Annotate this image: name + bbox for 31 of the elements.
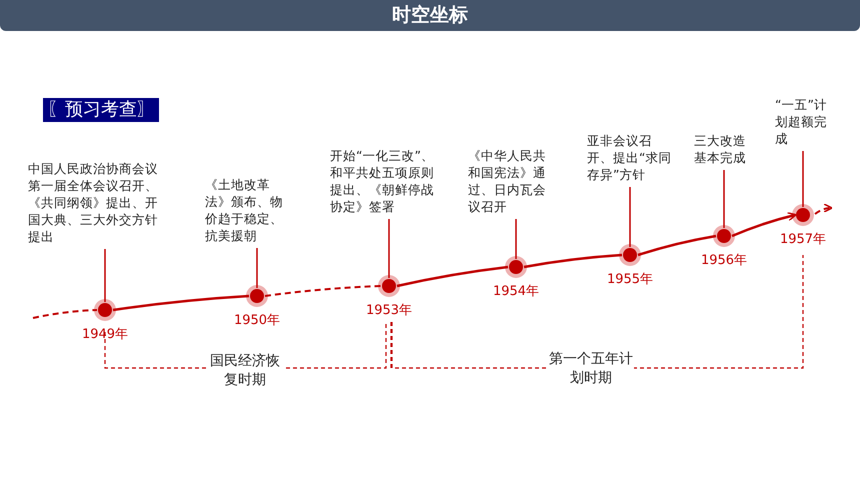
timeline-segment: [112, 294, 250, 312]
leader-line: [104, 249, 106, 302]
year-label: 1953年: [364, 302, 414, 319]
year-label: 1950年: [232, 312, 282, 329]
event-text: 《土地改革法》颁布、物价趋于稳定、抗美援朝: [205, 176, 284, 244]
timeline-segment: [732, 212, 797, 238]
timeline-segment: [524, 254, 622, 268]
leader-line: [515, 219, 517, 259]
leader-line: [629, 187, 631, 247]
timeline-segment: [814, 203, 833, 215]
year-label: 1949年: [80, 326, 130, 343]
leader-line: [256, 248, 258, 288]
timeline-segment: [32, 309, 98, 319]
event-text: 亚非会议召开、提出“求同存异”方针: [587, 132, 672, 183]
leader-line: [388, 219, 390, 278]
leader-line: [802, 151, 804, 207]
year-label: 1954年: [492, 283, 540, 300]
year-label: 1956年: [700, 252, 748, 269]
timeline-segment: [396, 266, 508, 288]
event-text: “一五”计划超额完成: [775, 96, 828, 147]
event-text: 开始“一化三改”、和平共处五项原则提出、《朝鲜停战协定》签署: [330, 147, 435, 215]
year-label: 1955年: [606, 271, 654, 288]
section-heading: 〖预习考查〗: [43, 98, 159, 122]
year-label: 1957年: [778, 231, 828, 248]
event-text: 中国人民政治协商会议第一届全体会议召开、《共同纲领》提出、开国大典、三大外交方针提出: [28, 160, 159, 245]
event-text: 三大改造基本完成: [694, 132, 746, 166]
leader-line: [723, 170, 725, 228]
timeline-segment: [264, 285, 382, 297]
title-banner: 时空坐标: [0, 0, 860, 31]
event-text: 《中华人民共和国宪法》通过、日内瓦会议召开: [468, 147, 547, 215]
timeline-segment: [638, 234, 716, 256]
